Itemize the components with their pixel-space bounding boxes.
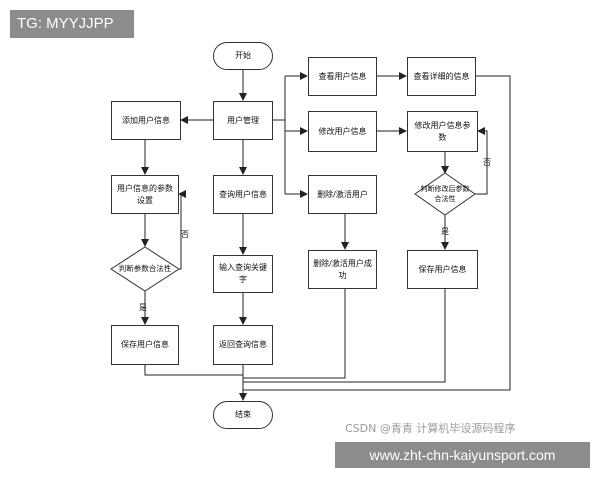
node-return-query: 返回查询信息 bbox=[213, 325, 273, 365]
judge-modify-diamond bbox=[414, 172, 476, 216]
node-input-keyword: 输入查询关键字 bbox=[213, 255, 273, 293]
node-delete-success: 删除/激活用户成功 bbox=[308, 250, 377, 289]
node-end: 结束 bbox=[213, 401, 273, 429]
node-modify-params: 修改用户信息参数 bbox=[407, 111, 478, 152]
website-banner: www.zht-chn-kaiyunsport.com bbox=[335, 442, 590, 468]
edge-judge-no-left bbox=[178, 190, 186, 270]
node-start: 开始 bbox=[213, 42, 273, 70]
node-save-right: 保存用户信息 bbox=[407, 250, 478, 289]
label-no-left: 否 bbox=[181, 230, 189, 239]
label-no-right: 否 bbox=[483, 158, 491, 167]
node-user-mgmt: 用户管理 bbox=[213, 101, 273, 140]
label-yes-right: 是 bbox=[441, 227, 449, 236]
node-judge-modify-label: 判断修改后参数合法性 bbox=[420, 185, 470, 203]
judge-params-diamond bbox=[110, 246, 180, 292]
node-view: 查看用户信息 bbox=[308, 57, 377, 96]
node-view-detail: 查看详细的信息 bbox=[407, 57, 476, 96]
tg-tag-overlay: TG: MYYJJPP bbox=[10, 10, 134, 38]
node-save-left: 保存用户信息 bbox=[111, 325, 179, 365]
node-modify: 修改用户信息 bbox=[308, 111, 377, 152]
csdn-watermark: CSDN @青青 计算机毕设源码程序 bbox=[345, 422, 516, 435]
node-delete: 删除/激活用户 bbox=[308, 175, 377, 214]
node-judge-params-label: 判断参数合法性 bbox=[118, 264, 172, 273]
node-add-user: 添加用户信息 bbox=[111, 101, 181, 140]
edge-success-to-end bbox=[243, 289, 346, 379]
node-set-params: 用户信息的参数设置 bbox=[111, 175, 179, 214]
node-query: 查询用户信息 bbox=[213, 175, 273, 214]
label-yes-left: 是 bbox=[139, 303, 147, 312]
edge-save-left-to-end bbox=[144, 365, 243, 376]
edge-judge-modify-no bbox=[475, 127, 488, 195]
edge-detail-to-end bbox=[243, 75, 511, 391]
edge-save-right-to-end bbox=[243, 289, 446, 383]
